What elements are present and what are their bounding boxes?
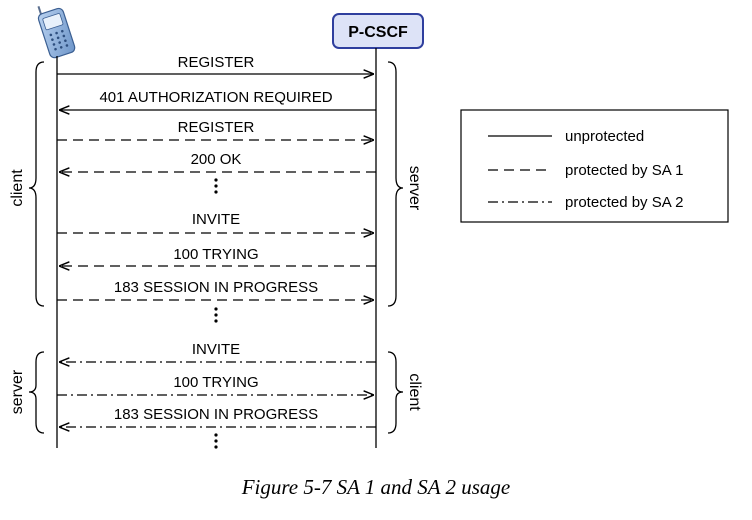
- message-label: 100 TRYING: [173, 374, 258, 391]
- message-label: 183 SESSION IN PROGRESS: [114, 279, 318, 296]
- message-8: INVITE: [59, 341, 376, 362]
- left-upper-brace: [28, 61, 45, 307]
- p-cscf-node: P-CSCF: [332, 13, 424, 49]
- role-left-upper: client: [9, 169, 26, 207]
- message-label: INVITE: [192, 211, 240, 228]
- legend-item-unprotected: unprotected: [488, 128, 644, 145]
- figure-caption: Figure 5-7 SA 1 and SA 2 usage: [241, 475, 511, 499]
- continuation-dots: [214, 307, 218, 323]
- message-label: INVITE: [192, 341, 240, 358]
- message-2: 401 AUTHORIZATION REQUIRED: [59, 89, 376, 110]
- legend-label: protected by SA 2: [565, 194, 683, 211]
- message-9: 100 TRYING: [57, 374, 374, 395]
- message-7: 183 SESSION IN PROGRESS: [57, 279, 374, 300]
- left-lower-brace: [28, 351, 45, 434]
- message-label: 183 SESSION IN PROGRESS: [114, 406, 318, 423]
- message-label: REGISTER: [178, 54, 255, 71]
- legend-label: unprotected: [565, 128, 644, 145]
- mobile-phone-icon: [37, 6, 76, 59]
- continuation-dots: [214, 433, 218, 449]
- legend: unprotected protected by SA 1 protected …: [460, 109, 729, 223]
- continuation-dots: [214, 178, 218, 194]
- legend-item-sa1: protected by SA 1: [488, 162, 683, 179]
- p-cscf-label: P-CSCF: [348, 24, 408, 41]
- legend-label: protected by SA 1: [565, 162, 683, 179]
- message-4: 200 OK: [59, 151, 376, 172]
- message-label: 200 OK: [191, 151, 242, 168]
- message-3: REGISTER: [57, 119, 374, 140]
- message-label: REGISTER: [178, 119, 255, 136]
- message-1: REGISTER: [57, 54, 374, 74]
- right-lower-brace: [387, 351, 404, 434]
- message-5: INVITE: [57, 211, 374, 233]
- role-left-lower: server: [9, 369, 26, 414]
- role-right-lower: client: [406, 373, 423, 411]
- message-label: 401 AUTHORIZATION REQUIRED: [99, 89, 332, 106]
- right-upper-brace: [387, 61, 404, 307]
- message-label: 100 TRYING: [173, 246, 258, 263]
- message-10: 183 SESSION IN PROGRESS: [59, 406, 376, 427]
- legend-item-sa2: protected by SA 2: [488, 194, 683, 211]
- message-6: 100 TRYING: [59, 246, 376, 266]
- role-right-upper: server: [406, 166, 423, 211]
